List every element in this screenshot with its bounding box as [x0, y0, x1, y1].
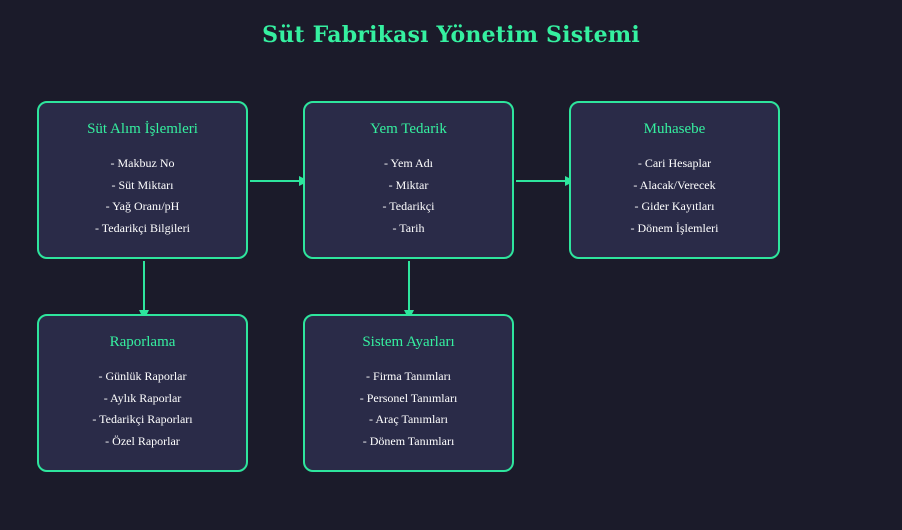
node-item: - Dönem İşlemleri	[630, 220, 719, 235]
node-item: - Alacak/Verecek	[633, 177, 716, 192]
node-item: - Cari Hesaplar	[637, 156, 712, 170]
node-yem-tedarik-items: - Yem Adı - Miktar - Tedarikçi - Tarih	[305, 153, 512, 239]
node-item: - Makbuz No	[110, 156, 175, 170]
node-item: - Firma Tanımları	[366, 369, 451, 383]
node-item: - Personel Tanımları	[359, 390, 458, 405]
node-muhasebe: Muhasebe - Cari Hesaplar - Alacak/Verece…	[569, 101, 780, 259]
node-yem-tedarik-title: Yem Tedarik	[370, 121, 447, 137]
node-item: - Tedarikçi Bilgileri	[95, 220, 190, 235]
node-item: - Tarih	[392, 220, 425, 235]
node-item: - Tedarikçi Raporları	[92, 412, 193, 426]
node-item: - Tedarikçi	[382, 199, 435, 213]
node-sut-alim: Süt Alım İşlemleri - Makbuz No - Süt Mik…	[37, 101, 248, 259]
node-item: - Süt Miktarı	[111, 177, 174, 192]
node-raporlama-title: Raporlama	[109, 334, 176, 350]
node-item: - Günlük Raporlar	[98, 369, 187, 383]
node-raporlama: Raporlama - Günlük Raporlar - Aylık Rapo…	[37, 314, 248, 472]
diagram-title: Süt Fabrikası Yönetim Sistemi	[262, 22, 640, 48]
node-item: - Özel Raporlar	[105, 433, 180, 448]
node-raporlama-items: - Günlük Raporlar - Aylık Raporlar - Ted…	[39, 366, 246, 452]
node-muhasebe-items: - Cari Hesaplar - Alacak/Verecek - Gider…	[571, 153, 778, 239]
node-item: - Yağ Oranı/pH	[105, 199, 180, 213]
node-item: - Dönem Tanımları	[362, 433, 455, 448]
node-sistem-ayarlari: Sistem Ayarları - Firma Tanımları - Pers…	[303, 314, 514, 472]
node-sistem-ayarlari-title: Sistem Ayarları	[362, 334, 455, 350]
node-item: - Gider Kayıtları	[634, 199, 715, 213]
node-yem-tedarik: Yem Tedarik - Yem Adı - Miktar - Tedarik…	[303, 101, 514, 259]
node-sut-alim-title: Süt Alım İşlemleri	[87, 121, 198, 137]
node-sut-alim-items: - Makbuz No - Süt Miktarı - Yağ Oranı/pH…	[39, 153, 246, 239]
node-item: - Araç Tanımları	[369, 412, 448, 426]
node-item: - Aylık Raporlar	[103, 390, 182, 405]
node-muhasebe-title: Muhasebe	[643, 121, 706, 137]
node-sistem-ayarlari-items: - Firma Tanımları - Personel Tanımları -…	[305, 366, 512, 452]
node-item: - Yem Adı	[383, 156, 433, 170]
node-item: - Miktar	[388, 177, 429, 192]
